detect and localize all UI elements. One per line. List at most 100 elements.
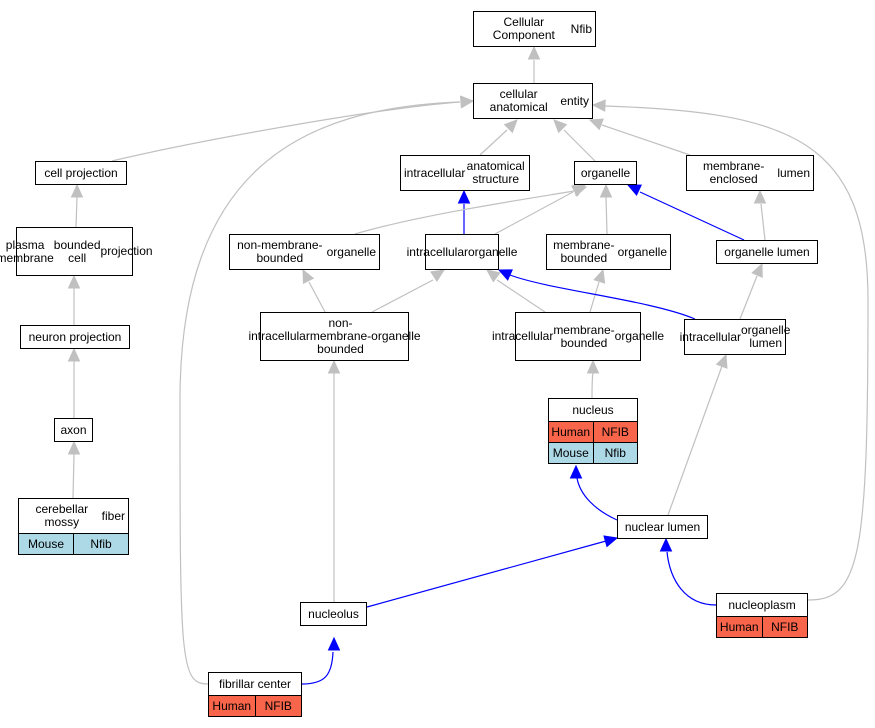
node-label-line: organelle [614, 329, 665, 343]
node-organelle-lumen[interactable]: organelle lumen [716, 240, 818, 264]
node-label: Cellular Component Nfib [474, 12, 595, 46]
node-label: axon [55, 419, 92, 441]
node-label-line: projection [100, 244, 153, 258]
edge-fibc-cae [179, 95, 475, 685]
edge-nucleolus-nuclum [366, 535, 619, 608]
node-label-line: intracellular [679, 329, 741, 344]
species-cell: Human [717, 617, 762, 637]
arrowhead [569, 464, 583, 479]
edge-neuronproj-pmbcp [67, 274, 81, 325]
arrowhead [586, 359, 600, 374]
arrowhead [591, 99, 606, 112]
node-neuron-projection[interactable]: neuron projection [20, 325, 130, 349]
edge-cellproj-cae [111, 95, 475, 162]
node-label-line: cellular anatomical [489, 87, 548, 114]
node-label: organelle [575, 162, 636, 184]
node-label-line: organelle [617, 244, 667, 259]
arrowhead [497, 269, 513, 281]
edge-iol-ol [739, 262, 763, 320]
edge-mbo-organelle [599, 183, 613, 235]
edge-organelle-cae [553, 119, 596, 162]
node-label-line: organelle [468, 244, 518, 259]
node-label: nuclear lumen [618, 516, 707, 538]
arrowhead [503, 119, 518, 134]
gene-cell: Nfib [73, 534, 128, 554]
edge-nuclum-nucleus [569, 464, 618, 521]
node-label: cell projection [36, 162, 126, 184]
arrowhead [327, 359, 341, 374]
node-label-line: cerebellar mossy [35, 502, 89, 529]
gene-cell: NFIB [761, 617, 807, 637]
node-label-line: nucleus [572, 402, 614, 417]
node-axon[interactable]: axon [54, 418, 93, 442]
arrowhead [599, 183, 613, 198]
arrowhead [486, 269, 501, 283]
node-label-line: organelle [580, 165, 631, 180]
node-nucleolus[interactable]: nucleolus [300, 602, 367, 626]
node-cellular-anatomical-entity[interactable]: cellular anatomical entity [473, 83, 593, 119]
node-label-line: intracellular [406, 244, 468, 259]
edge-ias-cae [479, 119, 518, 156]
edge-imbo-mbo [589, 268, 606, 313]
node-organelle[interactable]: organelle [574, 161, 637, 185]
node-label-line: nucleolus [308, 606, 359, 621]
node-label-line: intracellular [404, 165, 466, 180]
species-cell: Human [209, 696, 255, 716]
arrowhead [588, 118, 604, 131]
node-label-line: Nfib [570, 21, 592, 36]
node-label-line: organelle lumen [724, 244, 810, 259]
node-label-line: cell projection [44, 165, 118, 180]
node-label-line: organelle [371, 329, 421, 343]
node-nuclear-lumen[interactable]: nuclear lumen [617, 515, 708, 539]
edge-nuclum-iol [667, 353, 728, 516]
species-cell: Human [549, 422, 593, 442]
node-label-line: non-membrane-bounded [237, 238, 323, 265]
arrowhead [626, 184, 642, 196]
arrowhead [715, 353, 728, 369]
edge-ol-organelle [626, 184, 745, 241]
node-label-line: entity [560, 93, 589, 108]
arrowhead [67, 440, 81, 455]
arrowhead [751, 262, 763, 278]
edge-nucleoplasm-nuclum [659, 537, 717, 606]
node-label-line: lumen [777, 165, 810, 180]
node-label-line: intracellular [491, 329, 554, 343]
node-label-line: fibrillar center [218, 676, 292, 691]
arrowhead [659, 537, 673, 552]
arrowhead [553, 119, 568, 134]
node-label-line: neuron projection [28, 329, 122, 344]
node-root[interactable]: Cellular Component Nfib [473, 11, 596, 47]
edge-iol-io [497, 269, 696, 320]
node-label-line: nuclear lumen [624, 519, 701, 534]
arrowhead [430, 269, 446, 283]
node-label-line: plasma membrane [0, 237, 54, 265]
node-label: nucleoplasm [717, 594, 807, 616]
gene-cell: Nfib [592, 443, 637, 463]
arrowhead [603, 535, 619, 548]
node-label-line: Cellular Component [492, 15, 555, 42]
node-label-line: organelle [326, 244, 376, 259]
node-cell-projection[interactable]: cell projection [35, 161, 127, 185]
arrowhead [70, 183, 84, 198]
